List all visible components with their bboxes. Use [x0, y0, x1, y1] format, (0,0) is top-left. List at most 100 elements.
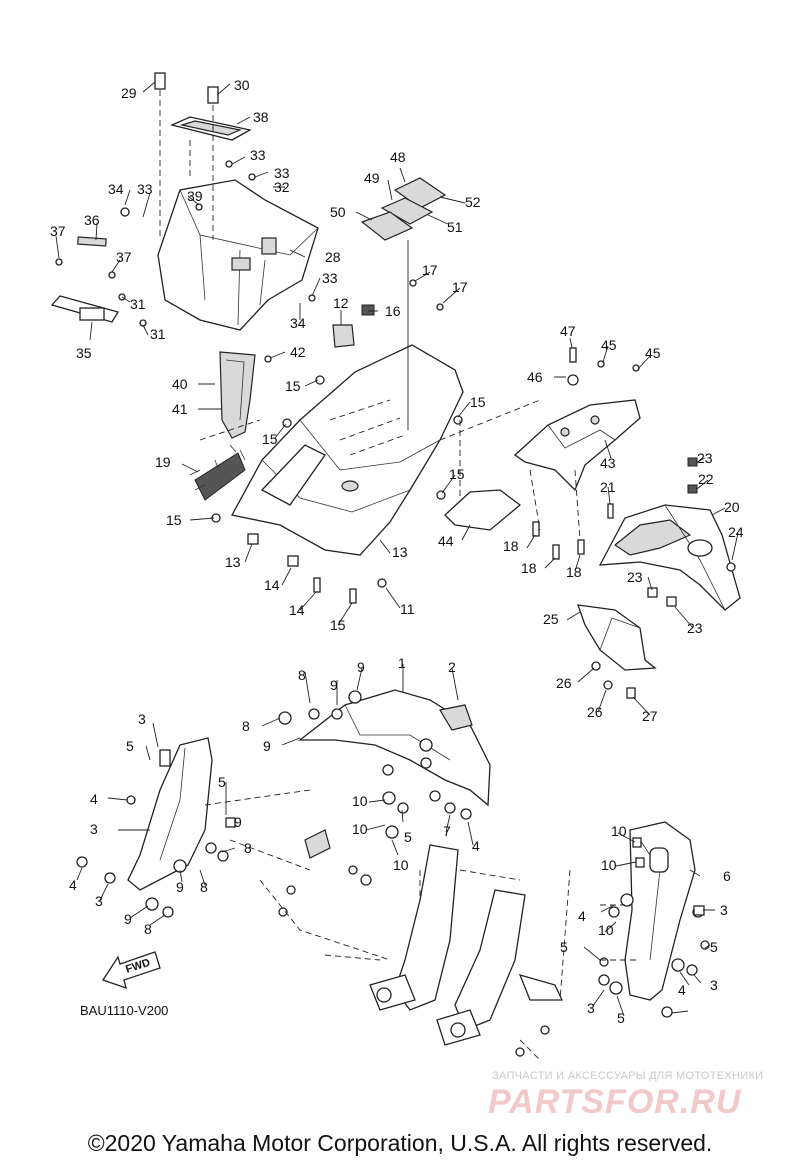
front-fender	[298, 689, 491, 807]
callout-26: 26	[587, 704, 603, 720]
callout-37: 37	[50, 223, 66, 239]
callout-11: 11	[400, 601, 415, 617]
callout-33: 33	[322, 270, 338, 286]
callout-8: 8	[242, 718, 250, 734]
bracket-25	[577, 604, 657, 671]
callout-4: 4	[578, 908, 586, 924]
callout-28: 28	[325, 249, 341, 265]
callout-48: 48	[390, 149, 406, 165]
callout-15: 15	[285, 378, 301, 394]
leader-lines	[55, 81, 739, 1061]
callout-23: 23	[627, 569, 643, 585]
callout-10: 10	[601, 857, 617, 873]
callout-44: 44	[438, 533, 454, 549]
callout-5: 5	[560, 939, 568, 955]
callout-40: 40	[172, 376, 188, 392]
callout-37: 37	[116, 249, 132, 265]
callout-8: 8	[298, 667, 306, 683]
callout-3: 3	[710, 977, 718, 993]
callout-35: 35	[76, 345, 92, 361]
callout-15: 15	[470, 394, 486, 410]
callout-2: 2	[448, 659, 456, 675]
callout-23: 23	[687, 620, 703, 636]
callout-9: 9	[357, 659, 365, 675]
watermark-logo: PARTSFOR.RU	[488, 1083, 742, 1121]
callout-5: 5	[617, 1010, 625, 1026]
copyright-notice: ©2020 Yamaha Motor Corporation, U.S.A. A…	[87, 1130, 713, 1156]
callout-19: 19	[155, 454, 171, 470]
callout-10: 10	[393, 857, 409, 873]
callout-29: 29	[121, 85, 137, 101]
callout-15: 15	[262, 431, 278, 447]
callout-33: 33	[137, 181, 153, 197]
callout-3: 3	[90, 821, 98, 837]
callout-46: 46	[527, 369, 543, 385]
callout-4: 4	[90, 791, 98, 807]
rear-stay	[513, 399, 641, 492]
callout-16: 16	[385, 303, 401, 319]
callout-18: 18	[566, 564, 582, 580]
callout-34: 34	[290, 315, 306, 331]
callout-27: 27	[642, 708, 658, 724]
callout-31: 31	[150, 326, 166, 342]
callout-30: 30	[234, 77, 250, 93]
callout-10: 10	[598, 922, 614, 938]
callout-33: 33	[250, 147, 266, 163]
bracket-44	[444, 489, 522, 531]
callout-3: 3	[720, 902, 728, 918]
callout-41: 41	[172, 401, 188, 417]
callout-15: 15	[330, 617, 346, 633]
label-sheets	[360, 177, 447, 430]
callout-17: 17	[452, 279, 468, 295]
callout-3: 3	[95, 893, 103, 909]
fwd-arrow-icon: FWD	[102, 951, 161, 990]
callout-14: 14	[289, 602, 305, 618]
callout-52: 52	[465, 194, 481, 210]
callout-3: 3	[587, 1000, 595, 1016]
callout-7: 7	[443, 823, 451, 839]
callout-5: 5	[218, 774, 226, 790]
callout-15: 15	[449, 466, 465, 482]
rubber-damper	[189, 444, 246, 501]
callout-5: 5	[710, 939, 718, 955]
callout-4: 4	[472, 838, 480, 854]
callout-13: 13	[225, 554, 241, 570]
callout-10: 10	[611, 823, 627, 839]
callout-42: 42	[290, 344, 306, 360]
callout-22: 22	[698, 471, 714, 487]
callout-9: 9	[176, 879, 184, 895]
callout-14: 14	[264, 577, 280, 593]
callout-21: 21	[600, 479, 616, 495]
callout-24: 24	[728, 524, 744, 540]
callout-31: 31	[130, 296, 146, 312]
battery-box-assembly	[50, 72, 319, 331]
rear-fender-panel	[231, 344, 464, 556]
callout-12: 12	[333, 295, 349, 311]
callout-9: 9	[124, 911, 132, 927]
callout-43: 43	[600, 455, 616, 471]
watermark-tagline: ЗАПЧАСТИ И АКСЕССУАРЫ ДЛЯ МОТОТЕХНИКИ	[492, 1070, 764, 1082]
side-bracket	[219, 304, 375, 439]
callout-13: 13	[392, 544, 408, 560]
callout-9: 9	[330, 677, 338, 693]
callout-18: 18	[503, 538, 519, 554]
callout-8: 8	[200, 879, 208, 895]
callout-9: 9	[263, 738, 271, 754]
callout-6: 6	[723, 868, 731, 884]
rear-bracket-20	[598, 457, 741, 611]
callout-34: 34	[108, 181, 124, 197]
callout-47: 47	[560, 323, 576, 339]
front-forks	[304, 829, 564, 1046]
callout-25: 25	[543, 611, 559, 627]
callout-23: 23	[697, 450, 713, 466]
callout-4: 4	[678, 982, 686, 998]
callout-4: 4	[69, 877, 77, 893]
callout-8: 8	[244, 840, 252, 856]
callout-17: 17	[422, 262, 438, 278]
callout-49: 49	[364, 170, 380, 186]
callout-51: 51	[447, 219, 463, 235]
fasteners	[55, 160, 736, 1057]
callout-39: 39	[187, 188, 203, 204]
